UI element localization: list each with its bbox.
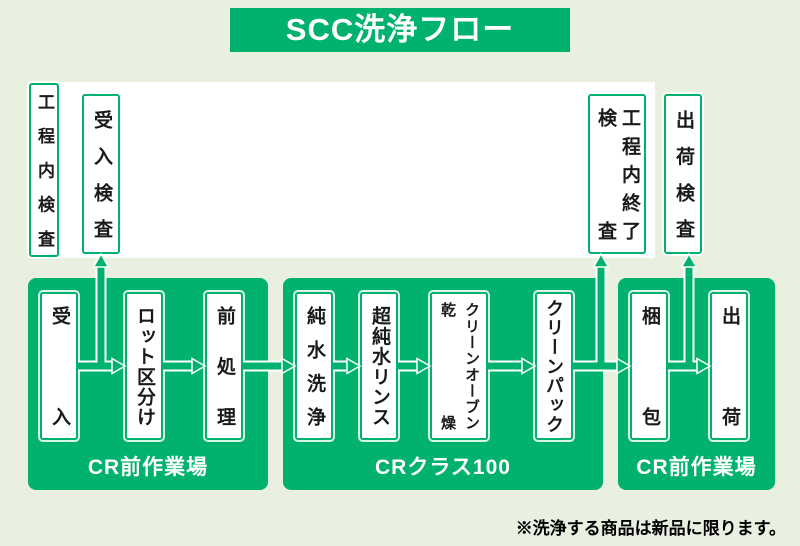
in-process-inspection-text: 工程内検査 — [35, 93, 54, 247]
step-clean-oven-drying: クリーンオーブン 乾燥 — [430, 292, 488, 440]
step-pure-water-washing-text: 純水洗浄 — [304, 306, 325, 426]
step-clean-pack: クリーンパック — [535, 292, 573, 440]
process-end-inspection-box: 工程内終了 検査 — [588, 94, 646, 254]
step-clean-oven-drying-text-line1: クリーンオーブン — [463, 302, 480, 430]
step-pretreatment-text: 前処理 — [214, 306, 235, 426]
in-process-inspection-side-label: 工程内検査 — [29, 83, 59, 257]
step-lot-sorting: ロット区分け — [125, 292, 163, 440]
step-packing-text: 梱包 — [639, 306, 660, 426]
step-shipping-text: 出荷 — [719, 306, 740, 426]
step-receiving: 受入 — [40, 292, 78, 440]
shipping-inspection-box: 出荷検査 — [664, 94, 702, 254]
process-end-inspection-text-line1: 工程内終了 — [619, 108, 640, 240]
panel-label-cr-pre-work-area-left: CR前作業場 — [87, 456, 209, 479]
panel-label-cr-pre-work-area-right: CR前作業場 — [636, 456, 757, 479]
step-pure-water-washing: 純水洗浄 — [295, 292, 333, 440]
step-clean-oven-drying-text-line2: 乾燥 — [439, 302, 456, 430]
panel-label-cr-class-100: CRクラス100 — [375, 456, 511, 479]
process-end-inspection-text-line2: 検査 — [595, 108, 616, 240]
step-ultrapure-water-rinse-text: 超純水リンス — [369, 306, 390, 426]
step-pretreatment: 前処理 — [205, 292, 243, 440]
inspection-board — [28, 82, 655, 258]
step-lot-sorting-text: ロット区分け — [134, 306, 155, 426]
step-shipping: 出荷 — [710, 292, 748, 440]
page-title: SCC洗浄フロー — [230, 8, 570, 52]
incoming-inspection-text: 受入検査 — [91, 110, 112, 238]
incoming-inspection-box: 受入検査 — [82, 94, 120, 254]
step-receiving-text: 受入 — [49, 306, 70, 426]
step-ultrapure-water-rinse: 超純水リンス — [360, 292, 398, 440]
step-packing: 梱包 — [630, 292, 668, 440]
shipping-inspection-text: 出荷検査 — [673, 110, 694, 238]
footnote: ※洗浄する商品は新品に限ります。 — [515, 519, 786, 538]
step-clean-pack-text: クリーンパック — [544, 299, 564, 433]
